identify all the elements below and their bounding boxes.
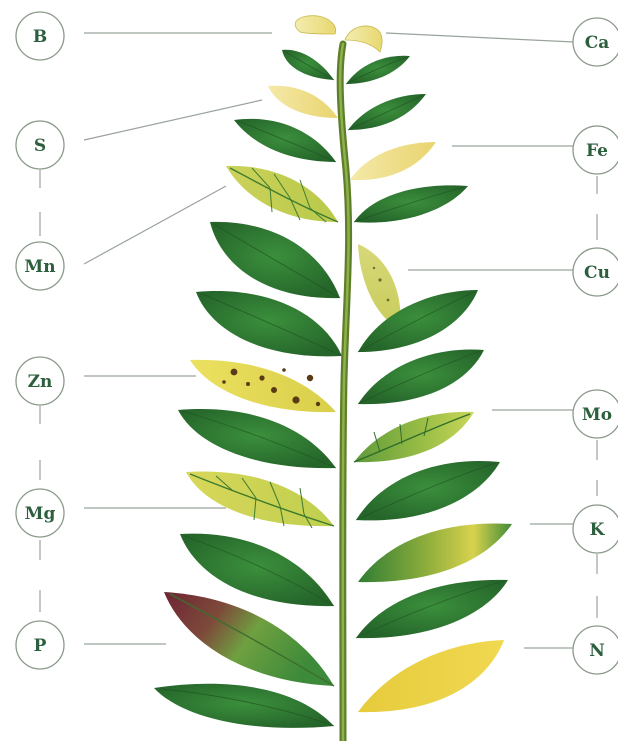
label-fe: Fe: [573, 126, 618, 174]
label-s-text: S: [34, 136, 46, 156]
label-fe-text: Fe: [586, 141, 608, 161]
label-p-text: P: [34, 636, 47, 656]
leaf-magnesium-deficient: [186, 471, 334, 526]
label-b-text: B: [33, 27, 47, 47]
label-mo: Mo: [573, 390, 618, 438]
label-k-text: K: [590, 520, 606, 540]
leaf-healthy-right-7: [358, 349, 484, 404]
label-ca-text: Ca: [585, 33, 610, 53]
leaf-sulfur-deficient: [268, 86, 338, 118]
leaves: [154, 16, 512, 728]
leaf-healthy-right-9: [356, 461, 500, 520]
label-mn: Mn: [16, 242, 64, 290]
label-mn-text: Mn: [24, 257, 55, 277]
plant-stem: [340, 44, 348, 741]
leaf-top-left-curled: [295, 16, 335, 34]
label-b: B: [16, 12, 64, 60]
label-k: K: [573, 505, 618, 553]
label-mo-text: Mo: [582, 405, 612, 425]
leaf-phosphorus-deficient: [164, 592, 334, 686]
leaf-healthy-left-8: [178, 409, 336, 468]
label-zn-text: Zn: [28, 372, 53, 392]
leaf-healthy-right-11: [356, 580, 508, 638]
label-n-text: N: [589, 641, 605, 661]
leaf-nitrogen-deficient: [358, 640, 504, 712]
leaf-healthy-left-10: [180, 534, 334, 607]
label-cu-text: Cu: [584, 263, 610, 283]
label-mg-text: Mg: [25, 504, 56, 524]
label-ca: Ca: [573, 18, 618, 66]
label-p: P: [16, 621, 64, 669]
label-zn: Zn: [16, 357, 64, 405]
label-s: S: [16, 121, 64, 169]
leaf-potassium-deficient: [358, 523, 512, 582]
label-n: N: [573, 626, 618, 674]
leaf-top-right-curled: [345, 26, 382, 52]
leaf-healthy-left-12: [154, 684, 334, 728]
label-mg: Mg: [16, 489, 64, 537]
leaf-iron-deficient: [350, 142, 436, 180]
label-cu: Cu: [573, 248, 618, 296]
leaf-zinc-deficient: [190, 360, 336, 412]
